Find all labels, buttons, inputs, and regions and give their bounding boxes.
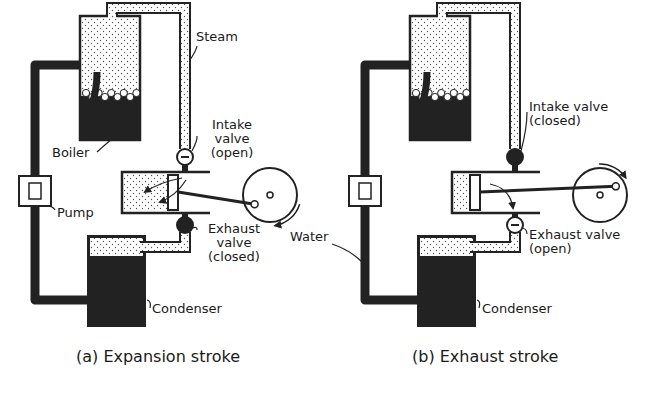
flywheel <box>573 168 627 222</box>
valve-closed <box>507 149 523 165</box>
leader-line <box>521 228 527 234</box>
leader-line <box>97 139 112 152</box>
condenser <box>88 236 145 326</box>
pump-body <box>349 176 381 206</box>
cylinder <box>122 172 210 213</box>
steam-pipe-fill <box>442 8 515 149</box>
steam-pipe <box>442 8 515 149</box>
exhaust-pipe-fill <box>468 232 515 247</box>
boiler <box>410 16 470 140</box>
leader-line <box>44 206 55 210</box>
steam-arrow <box>145 178 182 192</box>
flywheel-hub <box>597 192 603 198</box>
part-label: Intake valve (open) <box>199 118 265 160</box>
valve-disk <box>181 156 189 158</box>
leader-line <box>190 46 197 60</box>
leader-line <box>192 227 197 230</box>
condenser-steam <box>420 238 473 256</box>
cylinder-bore <box>123 173 210 212</box>
condenser <box>418 236 475 326</box>
leader-line <box>521 112 527 151</box>
engine-drawing <box>349 8 627 326</box>
steam-arrow <box>160 180 186 202</box>
leader-line <box>477 300 480 308</box>
cylinder-steam <box>124 174 168 211</box>
piston <box>470 175 480 210</box>
water-inflow <box>422 72 427 104</box>
leader-line <box>192 136 197 151</box>
valve-open <box>177 149 193 165</box>
pump-inner <box>359 183 371 199</box>
part-label: Water <box>290 230 340 244</box>
steam-bubble <box>463 89 470 96</box>
part-label: Exhaust valve (open) <box>529 228 647 256</box>
part-label: Boiler <box>52 146 98 160</box>
flywheel <box>243 168 297 222</box>
water-inflow <box>92 72 97 104</box>
steam-pipe <box>112 8 185 149</box>
boiler <box>80 16 140 140</box>
valve-closed <box>177 217 193 233</box>
rotation-arrow <box>275 204 299 225</box>
part-label: Pump <box>57 206 107 220</box>
leader-line <box>147 300 150 308</box>
leader-line <box>332 244 362 262</box>
part-label: Intake valve (closed) <box>529 100 647 128</box>
part-label: Exhaust valve (closed) <box>199 222 269 264</box>
steam-pipe-fill <box>112 8 185 149</box>
cylinder-steam <box>454 174 470 211</box>
part-label: Steam <box>196 30 256 44</box>
rotation-arrow <box>599 164 625 177</box>
valve-open <box>507 217 523 233</box>
crank-pin <box>612 183 619 190</box>
valve-disk <box>511 224 519 226</box>
exhaust-pipe-fill <box>138 232 185 247</box>
flywheel-hub <box>267 192 273 198</box>
crank-pin <box>251 201 258 208</box>
part-label: Condenser <box>152 302 242 316</box>
steam-bubble <box>133 89 140 96</box>
connecting-rod <box>178 192 255 204</box>
part-label: Condenser <box>482 302 572 316</box>
pump-inner <box>29 183 41 199</box>
exhaust-arrow <box>490 184 513 208</box>
pump-body <box>19 176 51 206</box>
engine-drawing <box>19 8 300 326</box>
subfigure-caption: (b) Exhaust stroke <box>412 348 592 366</box>
condenser-steam <box>90 238 143 256</box>
subfigure-caption: (a) Expansion stroke <box>76 348 266 366</box>
